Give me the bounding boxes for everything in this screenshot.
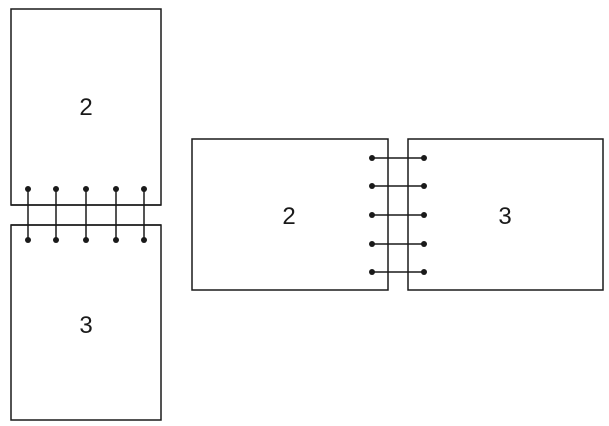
lower-page-number: 3: [79, 312, 92, 339]
top-bottom-binding-rings: [25, 186, 147, 243]
left-page: [191, 138, 389, 291]
right-page: [407, 138, 604, 291]
left-page-number: 2: [282, 203, 295, 230]
left-right-binding-group: 2 3: [191, 138, 604, 291]
lower-page: [10, 224, 162, 421]
upper-page: [10, 8, 162, 206]
right-page-number: 3: [498, 203, 511, 230]
upper-page-number: 2: [79, 94, 92, 121]
top-bottom-binding-group: 2 3: [10, 8, 162, 421]
left-right-binding-rings: [369, 155, 427, 275]
